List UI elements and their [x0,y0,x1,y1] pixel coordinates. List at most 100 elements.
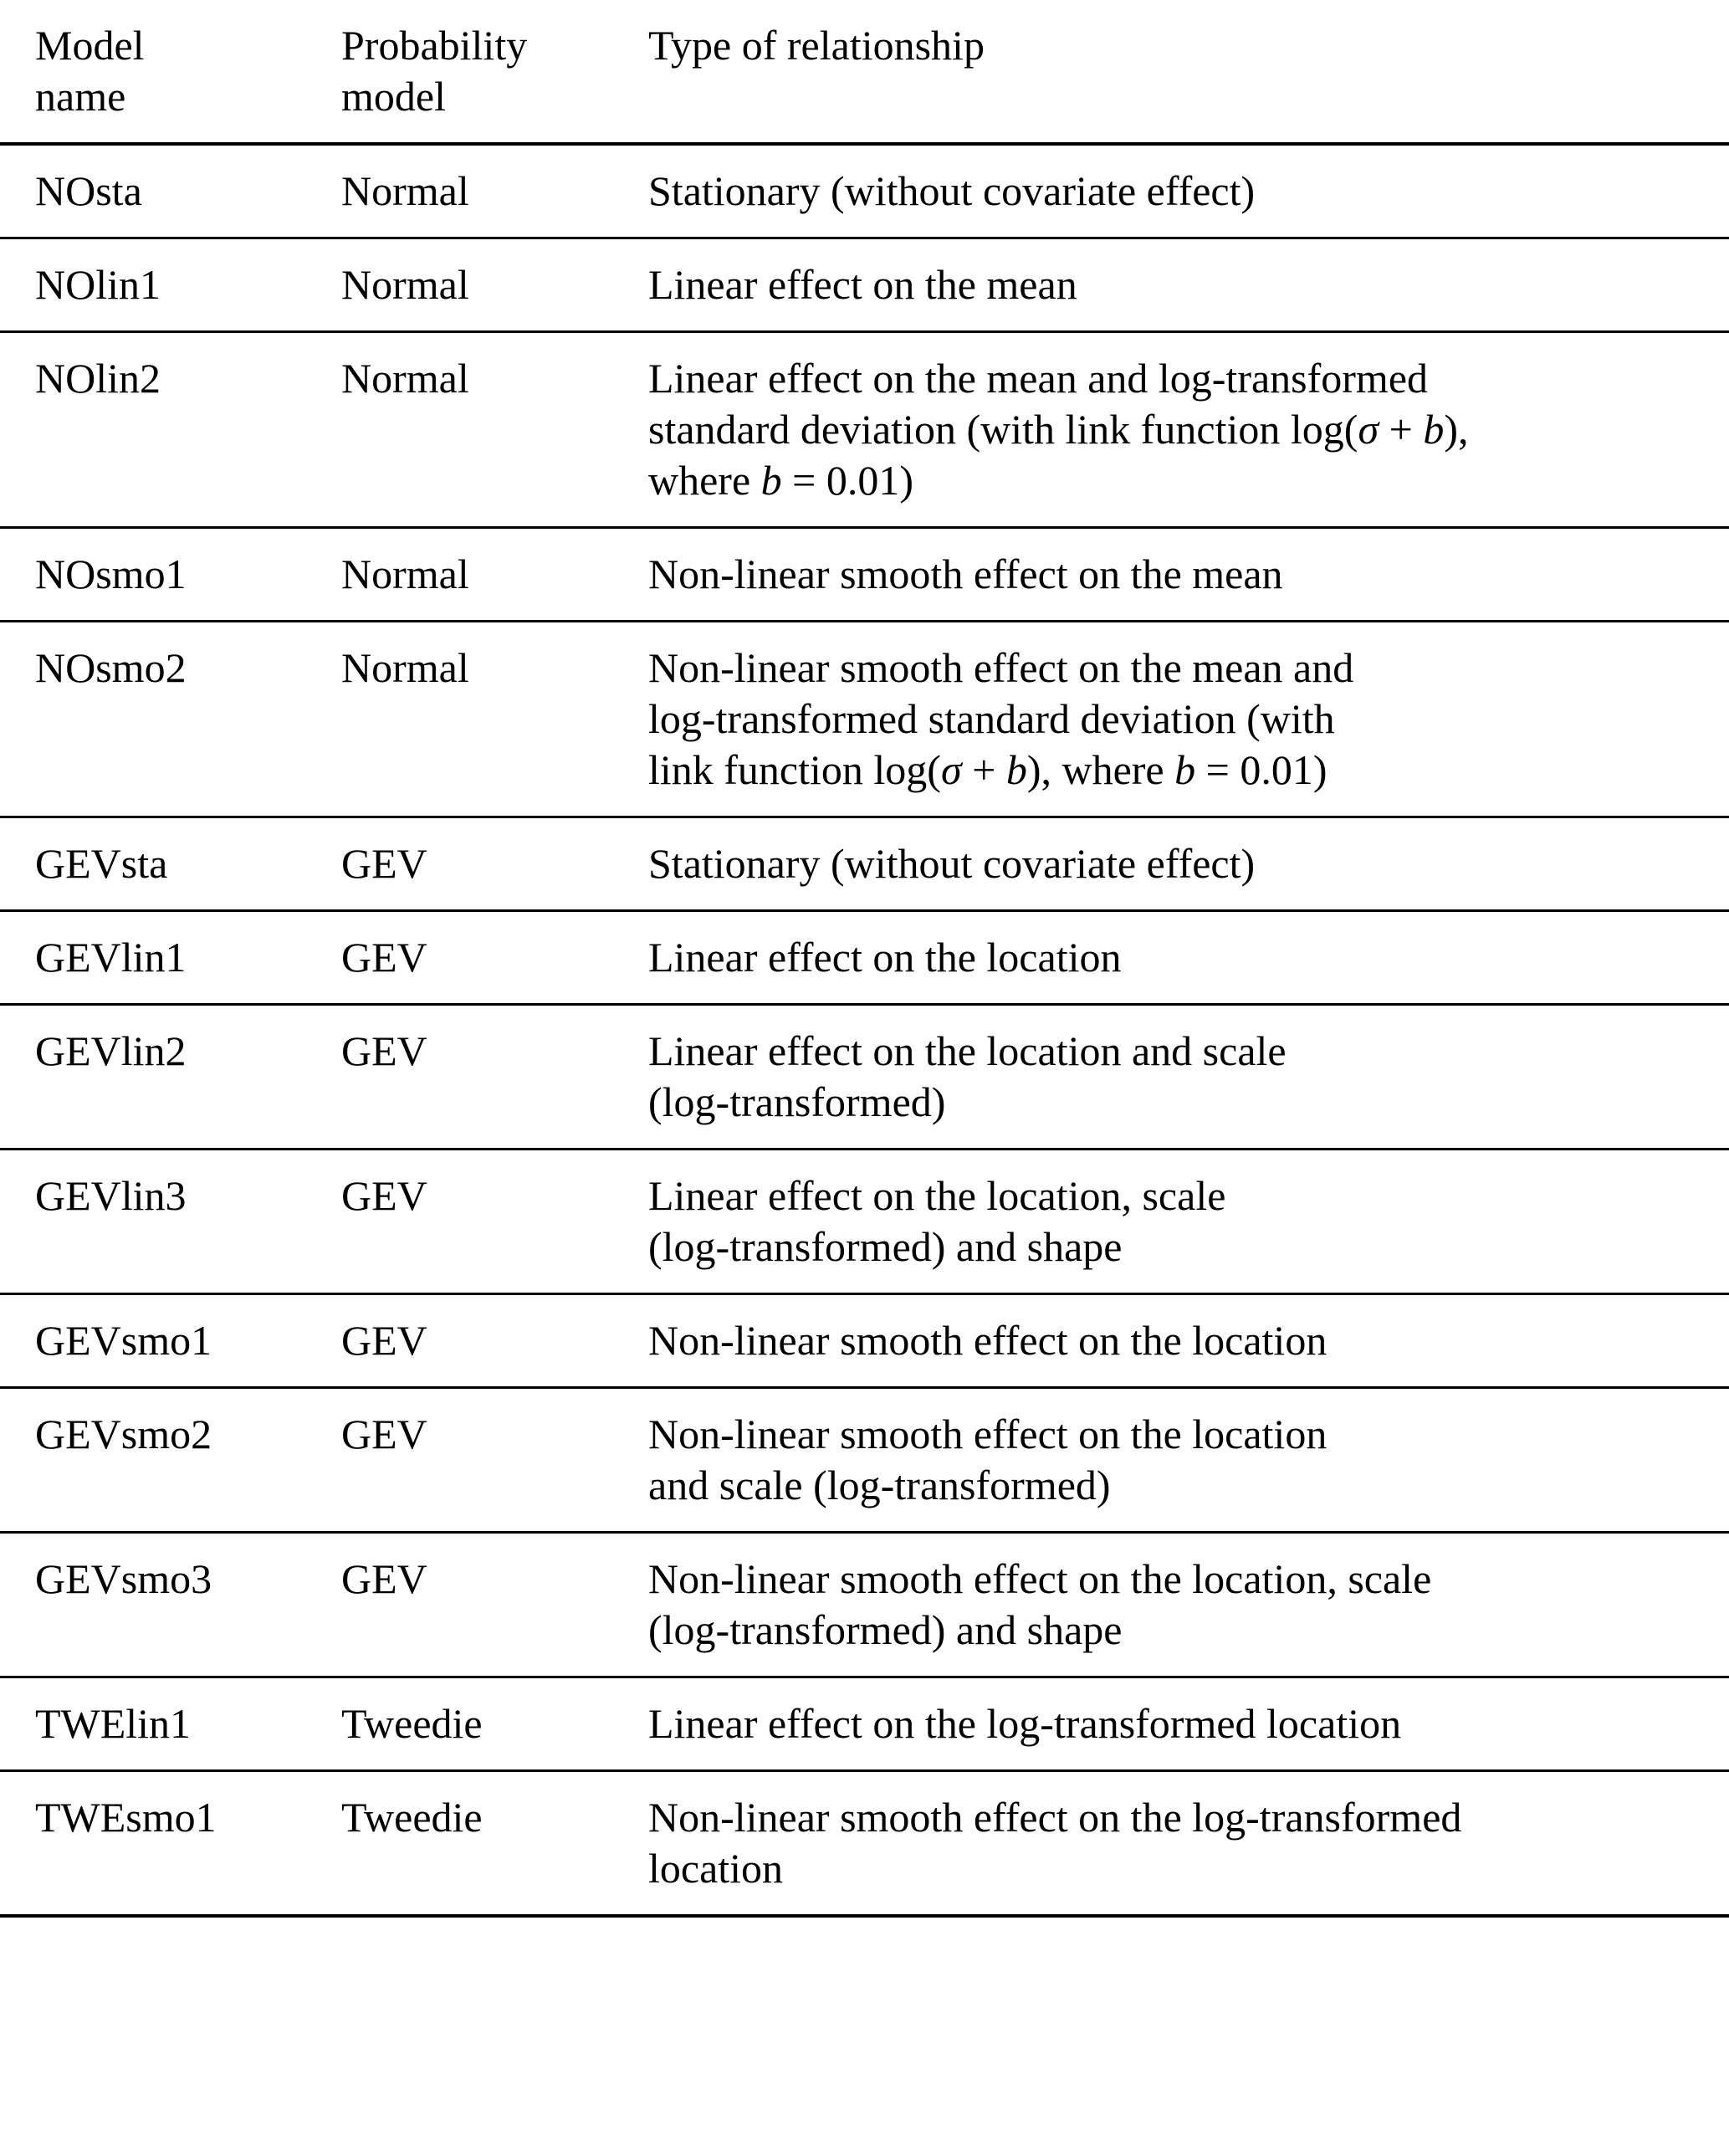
cell-probability-model: Normal [306,144,613,239]
cell-relationship: Non-linear smooth effect on the log-tran… [613,1770,1729,1918]
model-name-text: NOsmo1 [35,551,187,597]
model-name-text: NOlin2 [35,355,161,402]
relationship-line: Non-linear smooth effect on the location [648,1411,1327,1457]
cell-relationship: Non-linear smooth effect on the location… [613,1387,1729,1534]
model-name-text: GEVsmo1 [35,1317,212,1364]
relationship-line: Linear effect on the location, scale [648,1172,1226,1219]
cell-probability-model: GEV [306,1293,613,1389]
probability-model-text: Normal [341,167,469,214]
cell-probability-model: GEV [306,1387,613,1534]
cell-probability-model: GEV [306,1532,613,1678]
model-name-text: TWEsmo1 [35,1794,217,1841]
cell-model-name: TWElin1 [0,1677,306,1772]
cell-model-name: GEVlin2 [0,1004,306,1150]
model-name-text: GEVlin3 [35,1172,187,1219]
column-header-model-name-line1: Model [35,22,145,69]
relationship-line: Linear effect on the mean and log-transf… [648,355,1429,402]
table-row: GEVlin2 GEV Linear effect on the location … [0,1004,1729,1150]
column-header-probability-model: Probability model [306,0,613,146]
column-header-type-of-relationship-line1: Type of relationship [648,22,985,69]
column-header-model-name: Model name [0,0,306,146]
cell-model-name: NOlin2 [0,331,306,529]
probability-model-text: GEV [341,1317,427,1364]
probability-model-text: GEV [341,1411,427,1457]
model-name-text: NOsta [35,167,142,214]
probability-model-text: Normal [341,644,469,691]
table-row: GEVsmo1 GEV Non-linear smooth effect on th… [0,1293,1729,1389]
probability-model-text: GEV [341,1172,427,1219]
cell-probability-model: GEV [306,1004,613,1150]
model-name-text: GEVsmo2 [35,1411,212,1457]
cell-model-name: GEVsmo2 [0,1387,306,1534]
column-header-probability-model-line2: model [341,73,446,120]
table-row: NOsta Normal Stationary (without covariate… [0,144,1729,239]
cell-model-name: NOsmo1 [0,527,306,622]
table-row: GEVsmo3 GEV Non-linear smooth effect on th… [0,1532,1729,1678]
column-header-model-name-line2: name [35,73,126,120]
table-row: TWEsmo1 Tweedie Non-linear smooth effect o… [0,1770,1729,1918]
cell-probability-model: Normal [306,238,613,333]
relationship-line: Non-linear smooth effect on the location… [648,1555,1432,1602]
model-name-text: GEVsta [35,840,168,887]
cell-model-name: NOsmo2 [0,621,306,818]
cell-model-name: GEVsmo1 [0,1293,306,1389]
cell-probability-model: Normal [306,527,613,622]
cell-relationship: Linear effect on the location and scale(… [613,1004,1729,1150]
model-definitions-table: Model name Probability model Type of rel… [0,0,1729,1918]
relationship-line: Stationary (without covariate effect) [648,167,1256,214]
model-name-text: TWElin1 [35,1700,192,1747]
cell-relationship: Non-linear smooth effect on the location… [613,1532,1729,1678]
relationship-line: Non-linear smooth effect on the location [648,1317,1327,1364]
relationship-line: (log-transformed) [648,1078,946,1125]
relationship-line: Non-linear smooth effect on the mean and [648,644,1354,691]
relationship-line: Non-linear smooth effect on the log-tran… [648,1794,1462,1841]
table-row: NOlin2 Normal Linear effect on the mean an… [0,331,1729,529]
relationship-line: standard deviation (with link function l… [648,406,1469,453]
cell-relationship: Stationary (without covariate effect) [613,817,1729,912]
relationship-line: Linear effect on the location [648,934,1122,981]
cell-model-name: GEVsmo3 [0,1532,306,1678]
cell-probability-model: Normal [306,621,613,818]
column-header-type-of-relationship: Type of relationship [613,0,1729,146]
cell-probability-model: Normal [306,331,613,529]
cell-relationship: Linear effect on the mean [613,238,1729,333]
table-row: NOsmo1 Normal Non-linear smooth effect on … [0,527,1729,622]
cell-relationship: Non-linear smooth effect on the location [613,1293,1729,1389]
relationship-line: and scale (log-transformed) [648,1462,1111,1508]
table-header: Model name Probability model Type of rel… [0,0,1729,146]
probability-model-text: Normal [341,261,469,308]
probability-model-text: GEV [341,1027,427,1074]
relationship-line: where b = 0.01) [648,457,914,504]
cell-relationship: Stationary (without covariate effect) [613,144,1729,239]
cell-probability-model: Tweedie [306,1677,613,1772]
relationship-line: link function log(σ + b), where b = 0.01… [648,746,1327,793]
table-row: NOlin1 Normal Linear effect on the mean [0,238,1729,333]
cell-relationship: Linear effect on the location [613,910,1729,1006]
relationship-line: Non-linear smooth effect on the mean [648,551,1283,597]
cell-probability-model: GEV [306,817,613,912]
relationship-line: (log-transformed) and shape [648,1223,1123,1270]
model-name-text: GEVsmo3 [35,1555,212,1602]
cell-relationship: Non-linear smooth effect on the mean and… [613,621,1729,818]
table-header-row: Model name Probability model Type of rel… [0,0,1729,146]
cell-model-name: GEVlin3 [0,1149,306,1295]
probability-model-text: Tweedie [341,1794,483,1841]
cell-model-name: GEVsta [0,817,306,912]
relationship-line: Linear effect on the location and scale [648,1027,1287,1074]
table-row: GEVlin3 GEV Linear effect on the location,… [0,1149,1729,1295]
probability-model-text: GEV [341,840,427,887]
table-row: GEVsta GEV Stationary (without covariate e… [0,817,1729,912]
probability-model-text: Normal [341,551,469,597]
probability-model-text: Tweedie [341,1700,483,1747]
cell-relationship: Linear effect on the mean and log-transf… [613,331,1729,529]
relationship-line: log-transformed standard deviation (with [648,695,1335,742]
table-row: NOsmo2 Normal Non-linear smooth effect on … [0,621,1729,818]
cell-model-name: GEVlin1 [0,910,306,1006]
model-name-text: GEVlin2 [35,1027,187,1074]
cell-probability-model: GEV [306,1149,613,1295]
cell-relationship: Linear effect on the location, scale(log… [613,1149,1729,1295]
table-row: GEVsmo2 GEV Non-linear smooth effect on th… [0,1387,1729,1534]
cell-model-name: NOlin1 [0,238,306,333]
